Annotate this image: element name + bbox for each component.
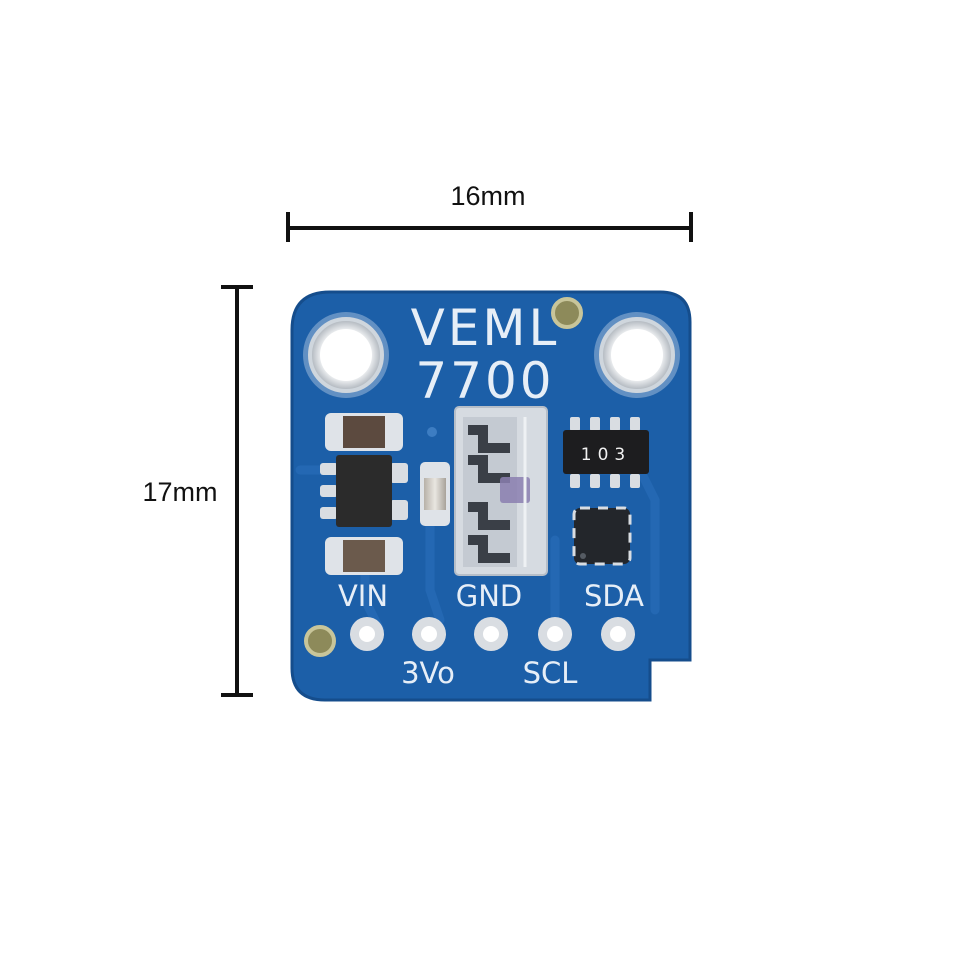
voltage-regulator-chip	[320, 455, 408, 527]
board-title-line2: 7700	[415, 352, 554, 410]
mounting-hole-left	[303, 312, 389, 398]
mounting-hole-right	[594, 312, 680, 398]
light-sensor-package	[454, 406, 548, 576]
pin-label-sda: SDA	[584, 579, 644, 613]
fiducial-top	[551, 297, 583, 329]
width-dimension-label: 16mm	[450, 181, 526, 211]
pin-label-gnd: GND	[456, 579, 523, 613]
via	[427, 427, 437, 437]
header-pad-scl	[538, 617, 572, 651]
width-dimension-left-tick	[286, 212, 290, 242]
board-title-line1: VEML	[411, 299, 560, 357]
header-pad-3vo	[412, 617, 446, 651]
pin-label-3vo: 3Vo	[401, 656, 455, 690]
resistor-small	[420, 462, 450, 526]
capacitor-bottom-left	[325, 537, 403, 575]
capacitor-top-left	[325, 413, 403, 451]
height-dimension-line	[235, 287, 239, 697]
pin-label-vin: VIN	[338, 579, 388, 613]
logic-chip: 103	[563, 417, 649, 488]
width-dimension-right-tick	[689, 212, 693, 242]
height-dimension-label: 17mm	[142, 477, 218, 507]
height-dimension-bottom-tick	[221, 693, 253, 697]
chip-marking: 103	[581, 445, 631, 465]
small-transistor-chip	[572, 506, 632, 566]
fiducial-bottom	[304, 625, 336, 657]
height-dimension-top-tick	[221, 285, 253, 289]
header-pad-gnd	[474, 617, 508, 651]
header-pad-vin	[350, 617, 384, 651]
header-pads	[350, 617, 635, 651]
pin-label-scl: SCL	[523, 656, 578, 690]
header-pad-sda	[601, 617, 635, 651]
width-dimension-line	[288, 226, 692, 230]
